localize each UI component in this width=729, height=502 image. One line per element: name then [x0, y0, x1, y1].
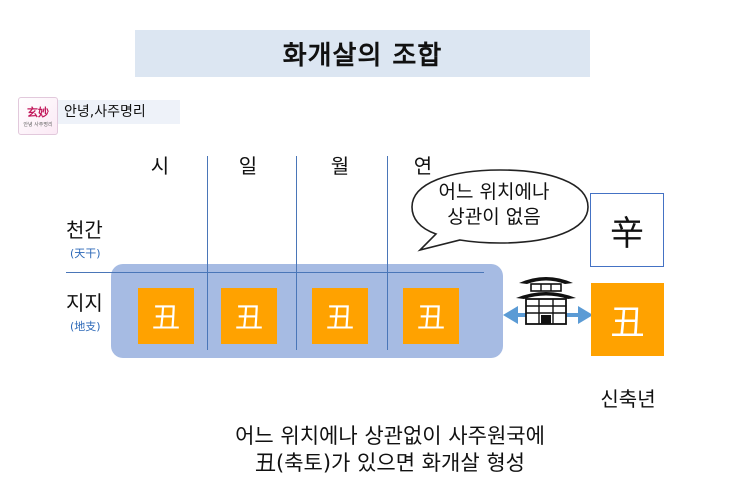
brand-logo: 玄妙 안녕 사주명리	[18, 97, 58, 135]
logo-tagline: 안녕 사주명리	[23, 122, 53, 128]
column-divider	[207, 156, 208, 350]
row-sub-earthly-branch: (地支)	[70, 320, 101, 333]
row-label-heavenly-stem: 천간	[66, 218, 103, 242]
row-sub-heavenly-stem: (天干)	[70, 247, 101, 260]
logo-mark: 玄妙	[27, 106, 49, 119]
caption-line-1: 어느 위치에나 상관없이 사주원국에	[235, 424, 545, 448]
bubble-line-1: 어느 위치에나	[438, 181, 550, 203]
bubble-line-2: 상관이 없음	[447, 206, 541, 228]
year-label: 신축년	[600, 387, 656, 411]
column-divider	[387, 156, 388, 350]
column-day: 일	[238, 154, 258, 178]
caption-line-2: 丑(축토)가 있으면 화개살 형성	[255, 451, 525, 475]
branch-cell-year: 丑	[403, 288, 459, 344]
column-divider	[296, 156, 297, 350]
page-title: 화개살의 조합	[135, 30, 590, 77]
year-stem-cell: 辛	[590, 193, 664, 267]
caption: 어느 위치에나 상관없이 사주원국에 丑(축토)가 있으면 화개살 형성	[90, 423, 690, 477]
row-divider	[66, 272, 484, 273]
greeting-label: 안녕,사주명리	[58, 100, 180, 124]
column-hour: 시	[150, 154, 170, 178]
column-year: 연	[413, 154, 433, 178]
branch-cell-hour: 丑	[138, 288, 194, 344]
year-branch-cell: 丑	[591, 283, 664, 356]
speech-bubble	[411, 169, 589, 252]
bubble-text: 어느 위치에나 상관이 없음	[414, 180, 574, 230]
pagoda-icon	[516, 277, 576, 325]
branch-cell-month: 丑	[312, 288, 368, 344]
row-label-earthly-branch: 지지	[66, 291, 103, 315]
branch-cell-day: 丑	[221, 288, 277, 344]
column-month: 월	[330, 154, 350, 178]
